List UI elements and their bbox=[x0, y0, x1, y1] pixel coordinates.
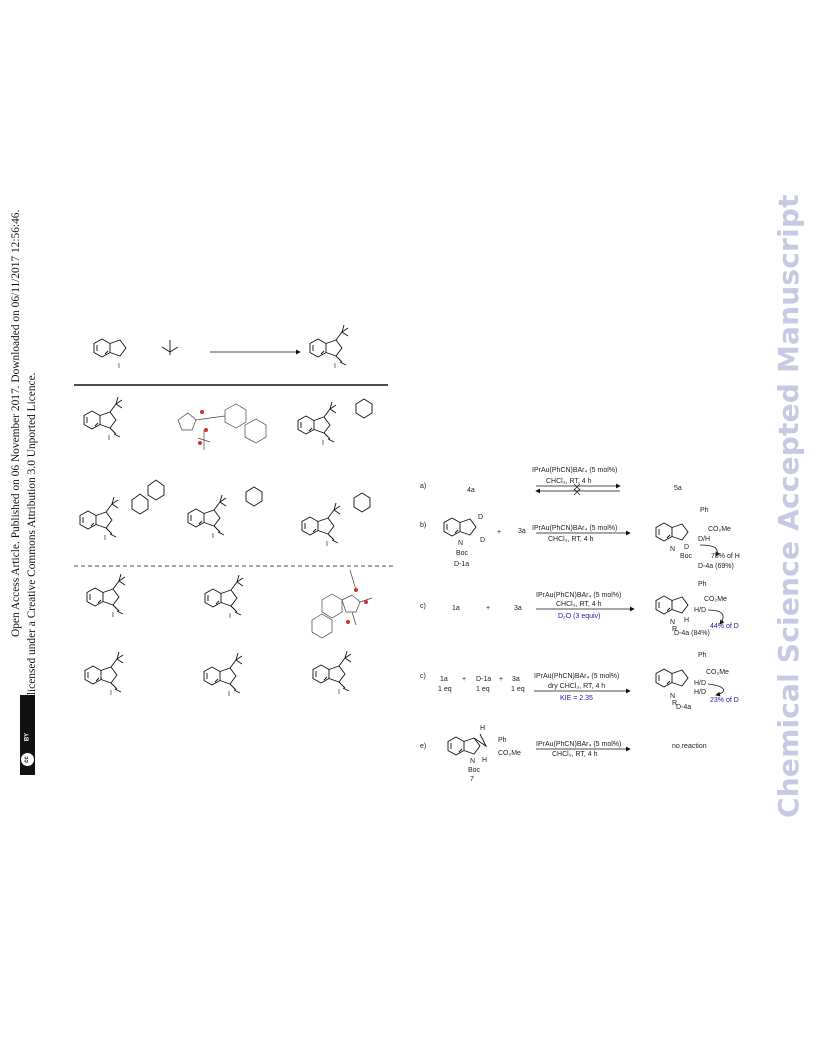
svg-text:c): c) bbox=[420, 603, 426, 610]
svg-text:D: D bbox=[480, 537, 485, 544]
label-i: I bbox=[212, 533, 214, 540]
svg-text:7: 7 bbox=[470, 776, 474, 783]
svg-text:D/H: D/H bbox=[698, 536, 710, 543]
svg-text:CO₂Me: CO₂Me bbox=[706, 669, 729, 676]
svg-text:D-1a: D-1a bbox=[454, 561, 469, 568]
label-i: I bbox=[326, 541, 328, 548]
svg-text:dry CHCl₃, RT, 4 h: dry CHCl₃, RT, 4 h bbox=[548, 683, 605, 690]
svg-text:a): a) bbox=[420, 483, 426, 490]
svg-text:3a: 3a bbox=[514, 605, 522, 612]
label-i: I bbox=[110, 690, 112, 697]
svg-text:23% of D: 23% of D bbox=[710, 697, 739, 704]
svg-text:H: H bbox=[480, 725, 485, 732]
svg-text:1a: 1a bbox=[440, 676, 448, 683]
label-i: I bbox=[108, 435, 110, 442]
svg-text:H/D: H/D bbox=[694, 607, 706, 614]
table-header-reaction: I I bbox=[93, 325, 348, 370]
svg-text:+: + bbox=[499, 676, 503, 683]
label-i: I bbox=[112, 612, 114, 619]
label-i: I bbox=[338, 689, 340, 696]
svg-text:no reaction: no reaction bbox=[672, 743, 707, 750]
svg-text:IPrAu(PhCN)BAr₄ (5 mol%): IPrAu(PhCN)BAr₄ (5 mol%) bbox=[536, 592, 621, 599]
svg-text:D-1a: D-1a bbox=[476, 676, 491, 683]
label-i: I bbox=[334, 363, 336, 370]
svg-text:D-4a (84%): D-4a (84%) bbox=[674, 630, 710, 637]
svg-text:+: + bbox=[462, 676, 466, 683]
svg-text:c): c) bbox=[420, 673, 426, 680]
svg-text:KIE = 2.35: KIE = 2.35 bbox=[560, 695, 593, 702]
svg-text:R: R bbox=[672, 700, 677, 707]
svg-text:IPrAu(PhCN)BAr₄ (5 mol%): IPrAu(PhCN)BAr₄ (5 mol%) bbox=[536, 741, 621, 748]
svg-text:1 eq: 1 eq bbox=[476, 686, 490, 693]
label-i: I bbox=[322, 440, 324, 447]
svg-text:Ph: Ph bbox=[698, 652, 707, 659]
svg-text:N: N bbox=[470, 758, 475, 765]
svg-text:Ph: Ph bbox=[700, 507, 709, 514]
svg-text:H/D: H/D bbox=[694, 689, 706, 696]
svg-text:R: R bbox=[672, 626, 677, 633]
svg-text:Ph: Ph bbox=[698, 581, 707, 588]
ortep-structure bbox=[177, 403, 267, 450]
svg-text:b): b) bbox=[420, 522, 426, 529]
svg-text:CO₂Me: CO₂Me bbox=[704, 596, 727, 603]
svg-text:CHCl₃, RT, 4 h: CHCl₃, RT, 4 h bbox=[548, 536, 594, 543]
label-i: I bbox=[228, 691, 230, 698]
svg-text:D-4a: D-4a bbox=[676, 704, 691, 711]
svg-text:IPrAu(PhCN)BAr₄ (5 mol%): IPrAu(PhCN)BAr₄ (5 mol%) bbox=[534, 673, 619, 680]
svg-text:1 eq: 1 eq bbox=[438, 686, 452, 693]
svg-text:Boc: Boc bbox=[456, 550, 469, 557]
svg-text:CHCl₃, RT, 4 h: CHCl₃, RT, 4 h bbox=[546, 478, 592, 485]
svg-text:N: N bbox=[670, 619, 675, 626]
ortep-structure-2 bbox=[311, 569, 373, 639]
scheme-a: a) 4a IPrAu(PhCN)BAr₄ (5 mol%) CHCl₃, RT… bbox=[420, 467, 682, 496]
svg-text:D: D bbox=[684, 544, 689, 551]
scheme-d: c) 1a 1 eq + D-1a 1 eq + 3a 1 eq IPrAu(P… bbox=[420, 652, 739, 711]
svg-text:N: N bbox=[670, 546, 675, 553]
svg-text:Ph: Ph bbox=[498, 737, 507, 744]
svg-text:CO₂Me: CO₂Me bbox=[708, 526, 731, 533]
label-i: I bbox=[118, 363, 120, 370]
svg-text:78% of H: 78% of H bbox=[711, 553, 740, 560]
scheme-c: c) 1a + 3a IPrAu(PhCN)BAr₄ (5 mol%) CHCl… bbox=[420, 581, 739, 637]
svg-text:D-4a (69%): D-4a (69%) bbox=[698, 563, 734, 570]
svg-text:+: + bbox=[486, 605, 490, 612]
scheme-b: b) D D N Boc D-1a + 3a IPrAu(PhCN)BAr₄ (… bbox=[420, 507, 740, 570]
svg-text:Boc: Boc bbox=[468, 767, 481, 774]
svg-text:H: H bbox=[684, 617, 689, 624]
svg-text:e): e) bbox=[420, 743, 426, 750]
svg-text:1a: 1a bbox=[452, 605, 460, 612]
svg-text:1 eq: 1 eq bbox=[511, 686, 525, 693]
svg-text:3a: 3a bbox=[518, 528, 526, 535]
svg-text:N: N bbox=[670, 693, 675, 700]
svg-text:H: H bbox=[482, 757, 487, 764]
svg-text:N: N bbox=[458, 540, 463, 547]
svg-text:4a: 4a bbox=[467, 487, 475, 494]
label-i: I bbox=[229, 613, 231, 620]
svg-text:IPrAu(PhCN)BAr₄ (5 mol%): IPrAu(PhCN)BAr₄ (5 mol%) bbox=[532, 525, 617, 532]
svg-text:5a: 5a bbox=[674, 485, 682, 492]
svg-text:CO₂Me: CO₂Me bbox=[498, 750, 521, 757]
scheme-e: e) H H Ph CO₂Me N Boc 7 IPrAu(PhCN)BAr₄ … bbox=[420, 725, 707, 783]
label-i: I bbox=[104, 535, 106, 542]
svg-text:H/D: H/D bbox=[694, 680, 706, 687]
svg-text:3a: 3a bbox=[512, 676, 520, 683]
svg-text:CHCl₃, RT, 4 h: CHCl₃, RT, 4 h bbox=[552, 751, 598, 758]
svg-text:+: + bbox=[497, 529, 501, 536]
svg-text:CHCl₃, RT, 4 h: CHCl₃, RT, 4 h bbox=[556, 601, 602, 608]
svg-text:D: D bbox=[478, 514, 483, 521]
cc-by-license-badge[interactable]: cc BY bbox=[20, 695, 35, 775]
svg-text:Boc: Boc bbox=[680, 553, 693, 560]
svg-text:IPrAu(PhCN)BAr₄ (5 mol%): IPrAu(PhCN)BAr₄ (5 mol%) bbox=[532, 467, 617, 474]
svg-text:44% of D: 44% of D bbox=[710, 623, 739, 630]
svg-text:D₂O (3 equiv): D₂O (3 equiv) bbox=[558, 613, 600, 620]
